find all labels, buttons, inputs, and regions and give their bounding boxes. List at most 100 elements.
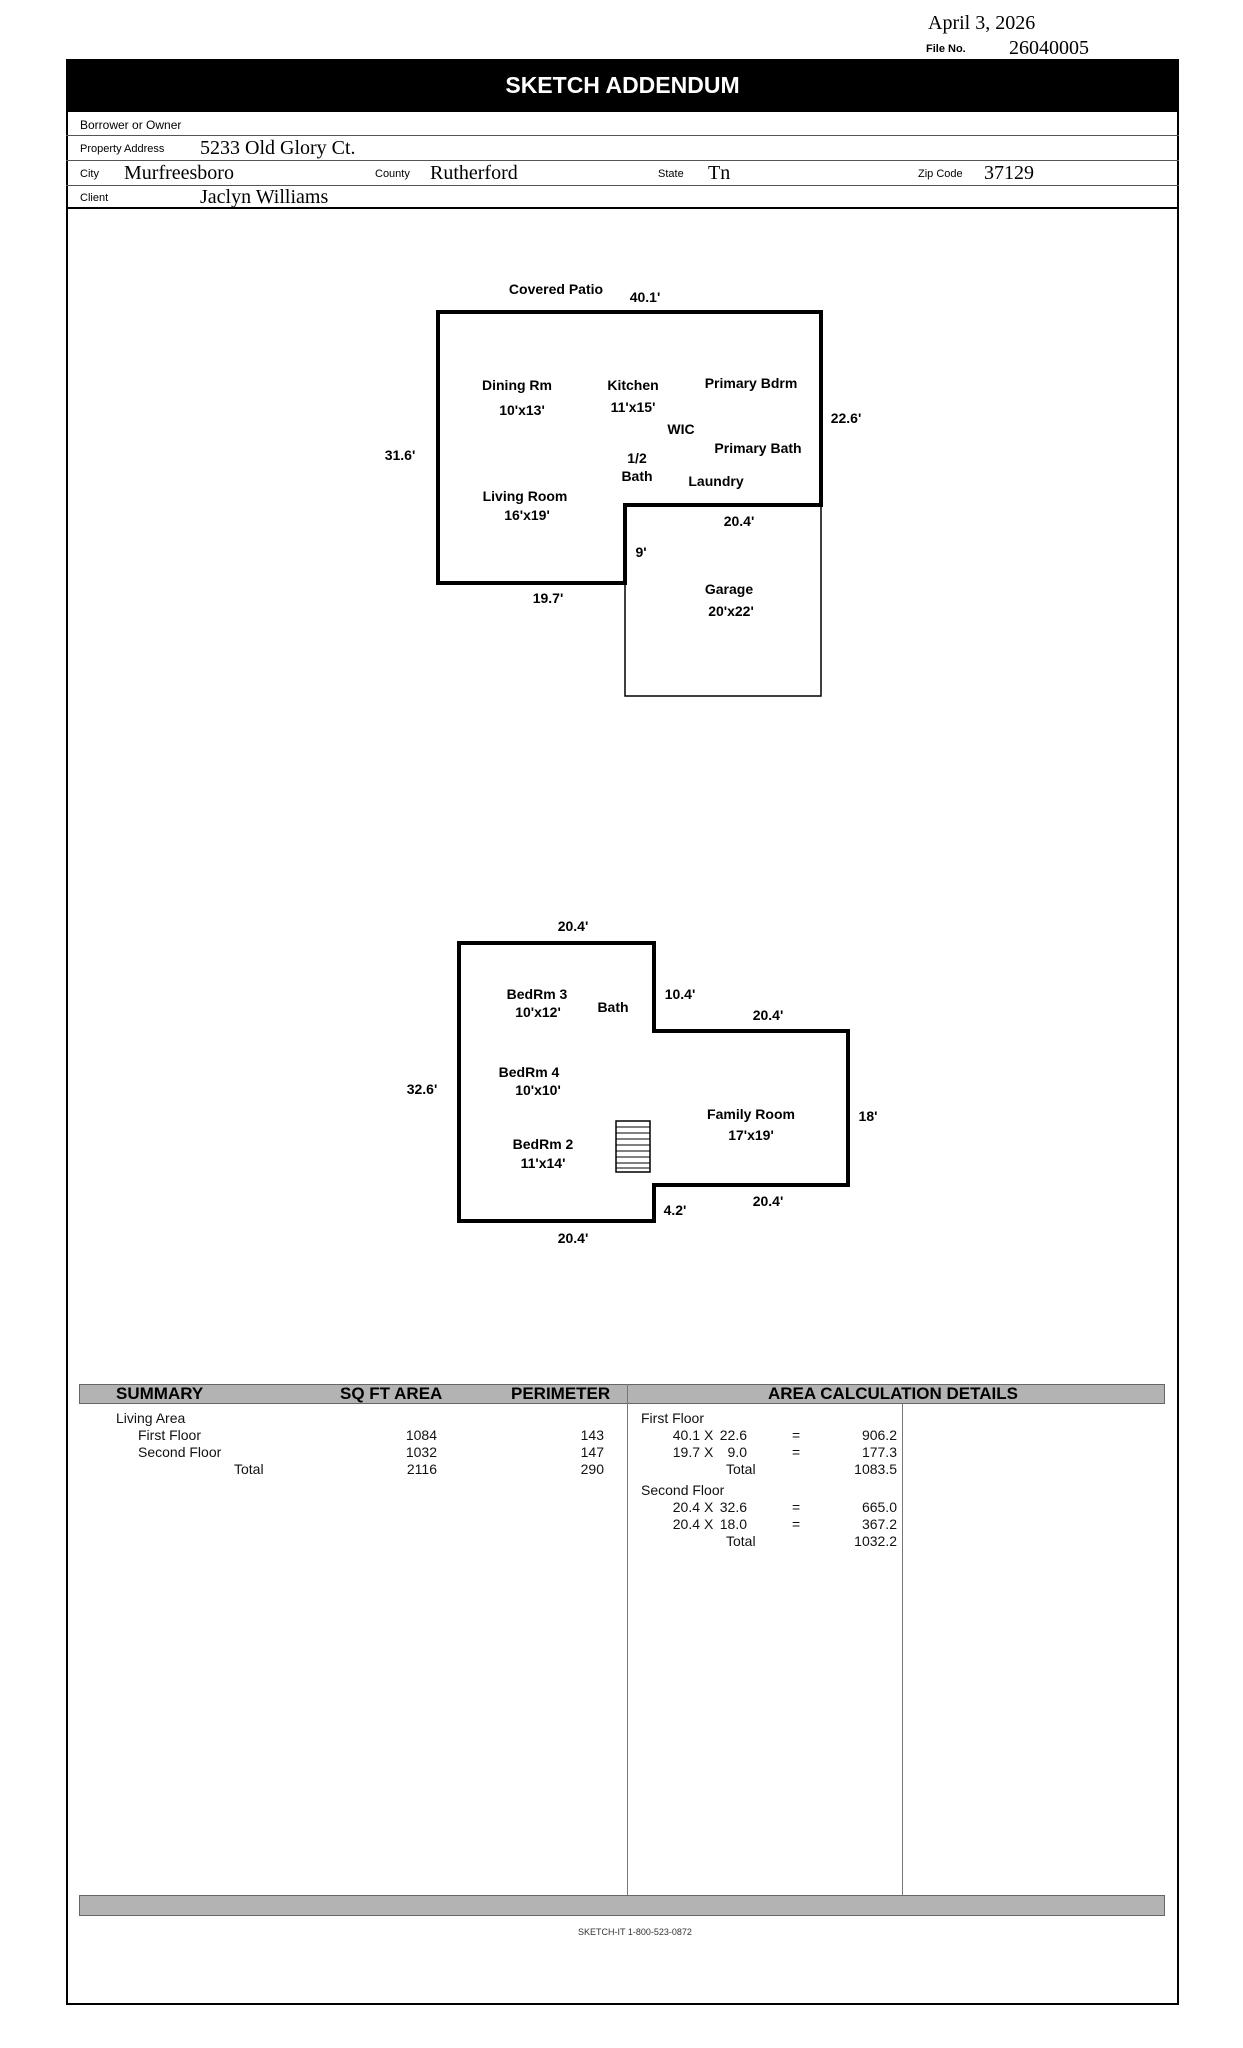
room-size: 11'x15' — [611, 399, 656, 415]
calc-b: 22.6 — [719, 1427, 747, 1443]
room-label: Bath — [621, 468, 652, 484]
page-title: SKETCH ADDENDUM — [66, 59, 1179, 112]
room-label: Bath — [597, 999, 628, 1015]
dimension-label: 20.4' — [753, 1007, 784, 1023]
dimension-label: 19.7' — [533, 590, 564, 606]
room-label: Garage — [705, 581, 753, 597]
calc-value: 177.3 — [861, 1444, 897, 1460]
state-label: State — [658, 168, 684, 180]
second-floor-plan: 20.4' BedRm 3 10'x12' Bath 10.4' 20.4' 3… — [407, 918, 878, 1246]
room-label: Dining Rm — [482, 377, 552, 393]
room-size: 10'x12' — [515, 1004, 561, 1020]
dimension-label: 18' — [859, 1108, 878, 1124]
divider — [902, 1404, 903, 1895]
calc-eq: = — [792, 1444, 801, 1460]
second-floor-outline — [457, 941, 850, 1223]
summary-header-bar — [79, 1384, 1165, 1404]
room-size: 16'x19' — [504, 507, 550, 523]
calc-a: 20.4 — [672, 1516, 700, 1532]
room-label: WIC — [667, 421, 694, 437]
county-value: Rutherford — [430, 162, 518, 184]
room-label: Laundry — [688, 473, 743, 489]
row-perimeter: 290 — [580, 1461, 604, 1477]
zip-label: Zip Code — [918, 168, 963, 180]
row-label: First Floor — [138, 1427, 201, 1443]
room-label: Primary Bath — [714, 440, 801, 456]
calc-x: X — [704, 1444, 714, 1460]
calc-value: 906.2 — [861, 1427, 897, 1443]
divider — [66, 135, 1179, 136]
total-label: Total — [726, 1533, 756, 1549]
calc-b: 32.6 — [719, 1499, 747, 1515]
room-label: BedRm 3 — [507, 986, 568, 1002]
dimension-label: 20.4' — [558, 1230, 589, 1246]
dimension-label: 31.6' — [385, 447, 416, 463]
footer-text: SKETCH-IT 1-800-523-0872 — [578, 1927, 692, 1937]
perimeter-header: PERIMETER — [511, 1384, 611, 1403]
calc-a: 20.4 — [672, 1499, 700, 1515]
dimension-label: 22.6' — [831, 410, 862, 426]
county-label: County — [375, 168, 410, 180]
dimension-label: 9' — [635, 544, 646, 560]
calc-value: 665.0 — [861, 1499, 897, 1515]
calc-x: X — [704, 1499, 714, 1515]
file-no: 26040005 — [1009, 37, 1089, 59]
row-perimeter: 147 — [580, 1444, 604, 1460]
room-label: Family Room — [707, 1106, 795, 1122]
city-value: Murfreesboro — [124, 162, 234, 184]
covered-patio-label: Covered Patio — [509, 281, 603, 297]
client-label: Client — [80, 192, 109, 204]
dimension-label: 20.4' — [724, 513, 755, 529]
client-value: Jaclyn Williams — [200, 186, 329, 208]
state-value: Tn — [708, 162, 731, 184]
address-label: Property Address — [80, 143, 165, 155]
room-size: 10'x13' — [499, 402, 545, 418]
calc-eq: = — [792, 1427, 801, 1443]
summary-footer-bar — [79, 1895, 1165, 1916]
file-no-label: File No. — [926, 43, 966, 55]
divider — [66, 207, 1179, 209]
address-value: 5233 Old Glory Ct. — [200, 137, 356, 159]
city-label: City — [80, 168, 99, 180]
calc-x: X — [704, 1427, 714, 1443]
dimension-label: 4.2' — [664, 1202, 687, 1218]
area-header: SQ FT AREA — [340, 1384, 443, 1403]
stairs-icon — [615, 1120, 651, 1173]
calc-value: 367.2 — [861, 1516, 897, 1532]
divider — [66, 185, 1179, 186]
summary-header: SUMMARY — [116, 1384, 204, 1403]
floor-plan-sketch: Covered Patio 40.1' 22.6' 31.6' Dining R… — [385, 281, 878, 1246]
room-size: 10'x10' — [515, 1082, 561, 1098]
room-label: BedRm 4 — [499, 1064, 560, 1080]
total-label: Total — [726, 1461, 756, 1477]
calc-x: X — [704, 1516, 714, 1532]
room-size: 17'x19' — [728, 1127, 774, 1143]
report-date: April 3, 2026 — [928, 12, 1036, 34]
row-area: 1084 — [405, 1427, 437, 1443]
floor-label: First Floor — [641, 1410, 704, 1426]
row-label: Second Floor — [138, 1444, 222, 1460]
row-label: Total — [234, 1461, 264, 1477]
room-label: BedRm 2 — [513, 1136, 574, 1152]
total-value: 1032.2 — [854, 1533, 897, 1549]
total-value: 1083.5 — [854, 1461, 897, 1477]
row-perimeter: 143 — [580, 1427, 604, 1443]
row-area: 1032 — [405, 1444, 437, 1460]
dimension-label: 32.6' — [407, 1081, 438, 1097]
zip-value: 37129 — [984, 162, 1034, 184]
dimension-label: 40.1' — [630, 289, 661, 305]
room-label: Living Room — [483, 488, 568, 504]
floor-label: Second Floor — [641, 1482, 725, 1498]
room-size: 20'x22' — [708, 603, 754, 619]
room-label: Primary Bdrm — [705, 375, 798, 391]
row-area: 2116 — [406, 1461, 437, 1477]
dimension-label: 20.4' — [558, 918, 589, 934]
details-header: AREA CALCULATION DETAILS — [768, 1384, 1018, 1403]
room-size: 11'x14' — [521, 1155, 566, 1171]
divider — [66, 160, 1179, 161]
borrower-label: Borrower or Owner — [80, 118, 182, 132]
dimension-label: 20.4' — [753, 1193, 784, 1209]
dimension-label: 10.4' — [665, 986, 696, 1002]
calc-a: 40.1 — [672, 1427, 700, 1443]
divider — [627, 1384, 628, 1895]
